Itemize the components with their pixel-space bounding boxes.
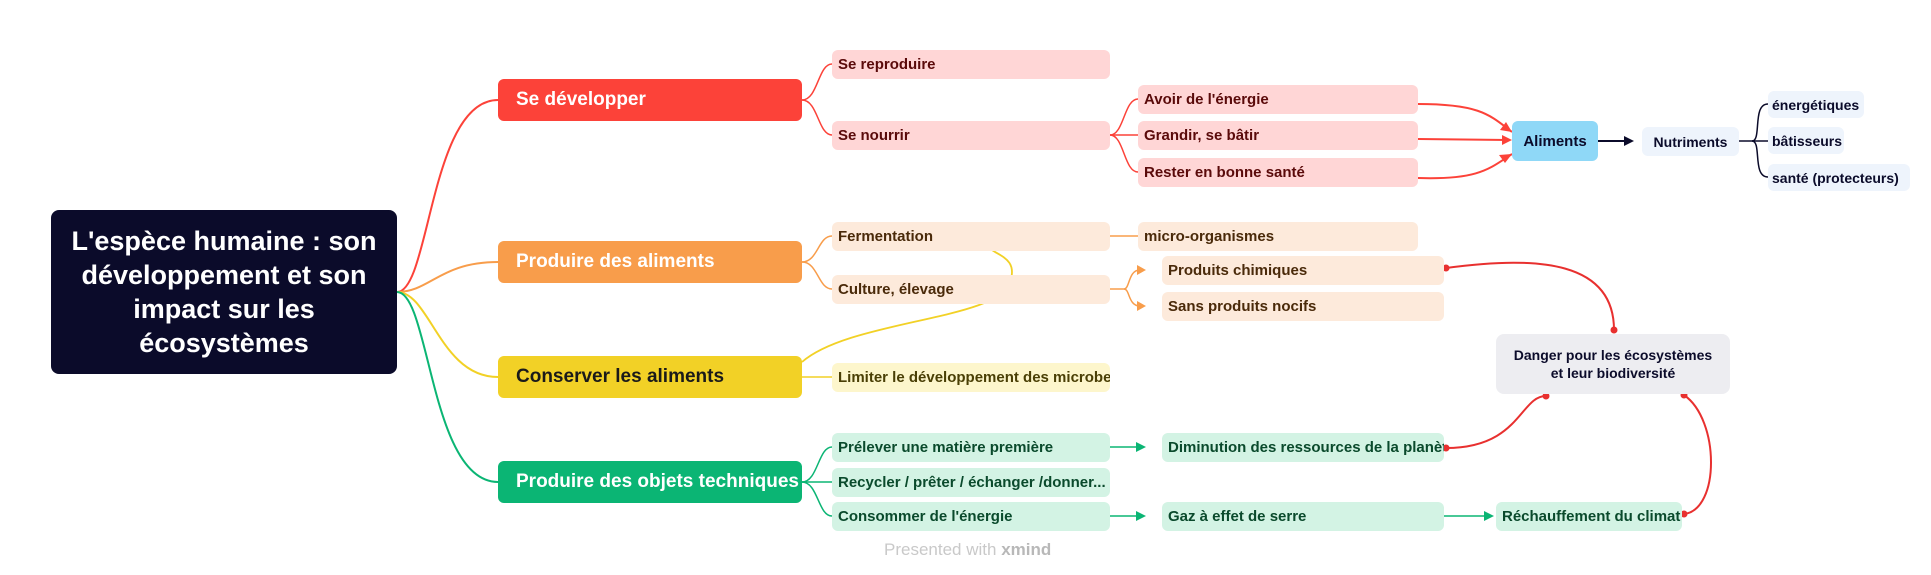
topic-label: micro-organismes bbox=[1144, 228, 1275, 245]
topic-label: Diminution des ressources de la planète bbox=[1168, 439, 1444, 456]
topic-produits-chimiques[interactable]: Produits chimiques bbox=[1162, 256, 1444, 285]
topic-sante-protecteurs[interactable]: santé (protecteurs) bbox=[1768, 164, 1910, 191]
central-topic[interactable]: L'espèce humaine : son développement et … bbox=[51, 210, 397, 374]
topic-label: Se reproduire bbox=[838, 56, 936, 73]
topic-fermentation[interactable]: Fermentation bbox=[832, 222, 1110, 251]
topic-label: Prélever une matière première bbox=[838, 439, 1054, 456]
topic-gaz-effet-serre[interactable]: Gaz à effet de serre bbox=[1162, 502, 1444, 531]
topic-culture-elevage[interactable]: Culture, élevage bbox=[832, 275, 1110, 304]
topic-prelever-matiere[interactable]: Prélever une matière première bbox=[832, 433, 1110, 462]
topic-label: Se nourrir bbox=[838, 127, 910, 144]
topic-label: Réchauffement du climat bbox=[1502, 508, 1681, 525]
watermark-brand: xmind bbox=[1001, 540, 1052, 559]
topic-batisseurs[interactable]: bâtisseurs bbox=[1768, 127, 1844, 154]
topic-danger-ecosystemes[interactable]: Danger pour les écosystèmes et leur biod… bbox=[1496, 334, 1730, 394]
topic-label: Rester en bonne santé bbox=[1144, 164, 1305, 181]
topic-energetiques[interactable]: énergétiques bbox=[1768, 91, 1864, 118]
topic-label: Recycler / prêter / échanger /donner... bbox=[838, 474, 1106, 491]
topic-sans-produits-nocifs[interactable]: Sans produits nocifs bbox=[1162, 292, 1444, 321]
topic-label: énergétiques bbox=[1772, 96, 1860, 113]
topic-limiter-microbes[interactable]: Limiter le développement des microbes bbox=[832, 363, 1110, 392]
topic-label-line1: Danger pour les écosystèmes bbox=[1513, 347, 1713, 363]
branch-se-developper[interactable]: Se développer bbox=[498, 79, 802, 121]
topic-label: Consommer de l'énergie bbox=[838, 508, 1013, 525]
topic-label: Aliments bbox=[1523, 132, 1587, 150]
topic-label: Limiter le développement des microbes bbox=[838, 369, 1110, 386]
watermark-prefix: Presented with bbox=[884, 540, 997, 559]
topic-avoir-energie[interactable]: Avoir de l'énergie bbox=[1138, 85, 1418, 114]
topic-label: Produits chimiques bbox=[1168, 262, 1308, 279]
topic-recycler[interactable]: Recycler / prêter / échanger /donner... bbox=[832, 468, 1110, 497]
topic-label: bâtisseurs bbox=[1772, 132, 1843, 149]
branch-label: Se développer bbox=[516, 89, 646, 110]
topic-nutriments[interactable]: Nutriments bbox=[1642, 127, 1739, 156]
topic-label: Grandir, se bâtir bbox=[1144, 127, 1260, 144]
topic-bonne-sante[interactable]: Rester en bonne santé bbox=[1138, 158, 1418, 187]
topic-consommer-energie[interactable]: Consommer de l'énergie bbox=[832, 502, 1110, 531]
topic-se-nourrir[interactable]: Se nourrir bbox=[832, 121, 1110, 150]
watermark: Presented with xmind bbox=[884, 540, 1051, 560]
topic-label: Culture, élevage bbox=[838, 281, 954, 298]
branch-label: Produire des aliments bbox=[516, 251, 715, 272]
topic-rechauffement-climat[interactable]: Réchauffement du climat bbox=[1496, 502, 1682, 531]
branch-conserver-aliments[interactable]: Conserver les aliments bbox=[498, 356, 802, 398]
branch-produire-aliments[interactable]: Produire des aliments bbox=[498, 241, 802, 283]
topic-aliments[interactable]: Aliments bbox=[1512, 121, 1598, 161]
topic-micro-organismes[interactable]: micro-organismes bbox=[1138, 222, 1418, 251]
topic-label: Gaz à effet de serre bbox=[1168, 508, 1307, 525]
branch-objets-techniques[interactable]: Produire des objets techniques bbox=[498, 461, 802, 503]
central-topic-label: L'espèce humaine : son développement et … bbox=[71, 226, 377, 358]
topic-grandir[interactable]: Grandir, se bâtir bbox=[1138, 121, 1418, 150]
topic-label: Nutriments bbox=[1653, 133, 1728, 150]
topic-label: santé (protecteurs) bbox=[1772, 169, 1899, 186]
topic-label: Fermentation bbox=[838, 228, 934, 245]
branch-label: Conserver les aliments bbox=[516, 366, 725, 387]
topic-label: Sans produits nocifs bbox=[1168, 298, 1317, 315]
topic-label-line2: et leur biodiversité bbox=[1550, 365, 1676, 381]
topic-se-reproduire[interactable]: Se reproduire bbox=[832, 50, 1110, 79]
topic-diminution-ressources[interactable]: Diminution des ressources de la planète bbox=[1162, 433, 1444, 462]
topic-label: Avoir de l'énergie bbox=[1144, 91, 1269, 108]
branch-label: Produire des objets techniques bbox=[516, 471, 799, 492]
